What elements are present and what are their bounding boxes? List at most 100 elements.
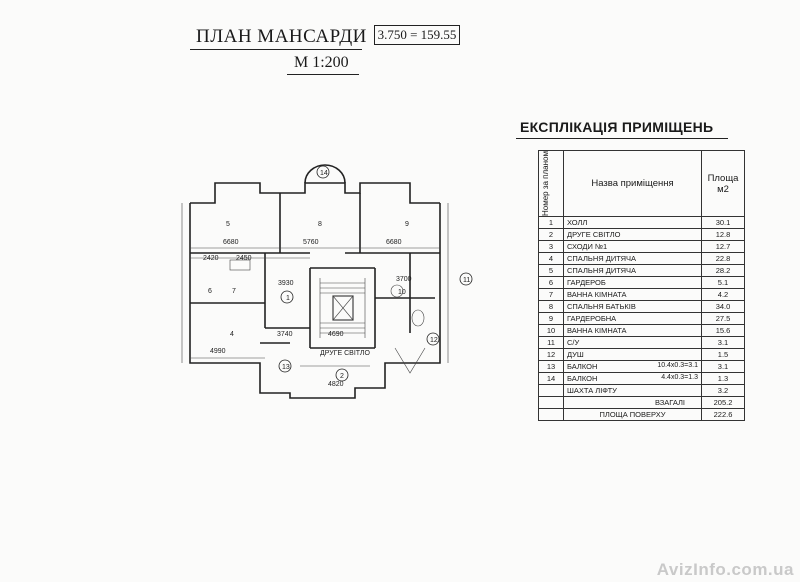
svg-text:5: 5: [226, 221, 230, 228]
row-area: 34.0: [701, 300, 745, 314]
row-note: 10.4x0.3=3.1: [657, 362, 698, 370]
row-area: 3.1: [701, 336, 745, 350]
floor-plan: 5 8 9 4 1 2 6 7 10 11 12 13 14 6680 5760…: [181, 164, 473, 399]
scale-label: М 1:200: [294, 54, 349, 71]
row-name: СПАЛЬНЯ ДИТЯЧА: [563, 252, 702, 266]
row-name-text: СПАЛЬНЯ ДИТЯЧА: [567, 254, 637, 264]
level-mark: 3.750 = 159.55: [374, 25, 460, 45]
row-number: 4: [538, 252, 564, 266]
svg-text:6680: 6680: [386, 239, 402, 246]
row-number: 14: [538, 372, 564, 386]
floor-area-value: 222.6: [701, 408, 745, 422]
row-name-text: ДУШ: [567, 350, 584, 360]
row-name-text: ГАРДЕРОБ: [567, 278, 606, 288]
row-area: 15.6: [701, 324, 745, 338]
svg-text:4820: 4820: [328, 381, 344, 388]
row-number: 13: [538, 360, 564, 374]
svg-text:5760: 5760: [303, 239, 319, 246]
column-header-name: Назва приміщення: [563, 149, 702, 218]
row-name-text: ШАХТА ЛІФТУ: [567, 386, 617, 396]
svg-text:11: 11: [463, 277, 470, 284]
row-name-text: ВАННА КІМНАТА: [567, 290, 627, 300]
row-name: ДУШ: [563, 348, 702, 362]
watermark: AvizInfo.com.ua: [656, 560, 794, 579]
row-area: 22.8: [701, 252, 745, 266]
row-name: БАЛКОН 4.4x0.3=1.3: [563, 372, 702, 386]
row-number: 11: [538, 336, 564, 350]
row-number: 8: [538, 300, 564, 314]
svg-text:1: 1: [286, 295, 290, 302]
row-number: 12: [538, 348, 564, 362]
row-name-text: СПАЛЬНЯ ДИТЯЧА: [567, 266, 637, 276]
row-number: 7: [538, 288, 564, 302]
row-name-text: ГАРДЕРОБНА: [567, 314, 617, 324]
svg-text:3700: 3700: [396, 276, 412, 283]
svg-text:8: 8: [318, 221, 322, 228]
row-number: 1: [538, 216, 564, 230]
table-header-row: Номер за планом Назва приміщення Площа м…: [538, 149, 745, 218]
svg-text:2: 2: [340, 373, 344, 380]
row-name: ГАРДЕРОБНА: [563, 312, 702, 326]
svg-text:14: 14: [320, 170, 328, 177]
row-number: 2: [538, 228, 564, 242]
row-area: 28.2: [701, 264, 745, 278]
svg-text:13: 13: [282, 364, 290, 371]
row-number: 3: [538, 240, 564, 254]
row-note: 4.4x0.3=1.3: [661, 374, 698, 382]
row-name: СХОДИ №1: [563, 240, 702, 254]
total-label: ВЗАГАЛІ: [563, 396, 702, 410]
row-area: 12.8: [701, 228, 745, 242]
row-name: ВАННА КІМНАТА: [563, 324, 702, 338]
svg-text:7: 7: [232, 288, 236, 295]
svg-text:2420: 2420: [203, 255, 219, 262]
row-number: 6: [538, 276, 564, 290]
row-name-text: СХОДИ №1: [567, 242, 608, 252]
scale-underline: [287, 74, 359, 75]
svg-text:6680: 6680: [223, 239, 239, 246]
row-name-text: ХОЛЛ: [567, 218, 588, 228]
row-area: 5.1: [701, 276, 745, 290]
svg-text:ДРУГЕ СВІТЛО: ДРУГЕ СВІТЛО: [320, 350, 370, 357]
svg-text:10: 10: [398, 289, 406, 296]
explication-underline: [516, 138, 728, 139]
svg-text:4: 4: [230, 331, 234, 338]
row-name: СПАЛЬНЯ БАТЬКІВ: [563, 300, 702, 314]
row-name-text: С/У: [567, 338, 580, 348]
svg-text:6: 6: [208, 288, 212, 295]
explication-title: ЕКСПЛІКАЦІЯ ПРИМІЩЕНЬ: [520, 119, 714, 135]
row-number: 10: [538, 324, 564, 338]
row-name: ГАРДЕРОБ: [563, 276, 702, 290]
svg-text:9: 9: [405, 221, 409, 228]
row-area: 3.2: [701, 384, 745, 398]
row-name-text: ДРУГЕ СВІТЛО: [567, 230, 621, 240]
explication-table: Номер за планом Назва приміщення Площа м…: [538, 149, 745, 422]
total-value: 205.2: [701, 396, 745, 410]
svg-text:12: 12: [430, 337, 438, 344]
row-name-text: БАЛКОН: [567, 374, 598, 384]
svg-text:3740: 3740: [277, 331, 293, 338]
row-name: ДРУГЕ СВІТЛО: [563, 228, 702, 242]
table-row: ШАХТА ЛІФТУ 3.2: [538, 384, 745, 398]
row-area: 27.5: [701, 312, 745, 326]
plan-title: ПЛАН МАНСАРДИ: [196, 26, 367, 47]
row-area: 1.5: [701, 348, 745, 362]
svg-text:4690: 4690: [328, 331, 344, 338]
row-area: 4.2: [701, 288, 745, 302]
row-area: 3.1: [701, 360, 745, 374]
row-area: 1.3: [701, 372, 745, 386]
column-header-area: Площа м2: [701, 149, 745, 218]
